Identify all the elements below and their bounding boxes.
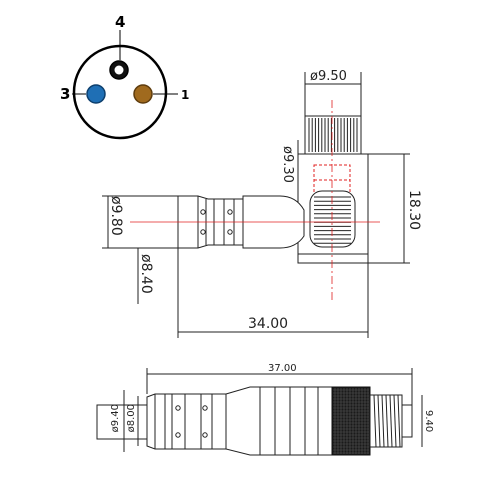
coupling-nut-body bbox=[304, 115, 362, 155]
shell-dot bbox=[227, 229, 233, 235]
dim-nut-diameter-label: ø9.50 bbox=[310, 69, 347, 84]
coupling-nut bbox=[304, 115, 362, 155]
bv-cable bbox=[96, 404, 148, 440]
bv-dim-total-length-label: 37.00 bbox=[268, 363, 297, 374]
bv-dim-outer-diameter-label: ø9.40 bbox=[110, 404, 121, 432]
bv-coupling bbox=[331, 386, 371, 456]
bv-dot bbox=[202, 405, 208, 411]
dim-cable-diameter-label: ø9.80 bbox=[108, 196, 124, 236]
bv-coupling-knurl bbox=[333, 388, 369, 454]
pin-4-label: 4 bbox=[115, 13, 125, 31]
bv-thread-line bbox=[397, 394, 401, 448]
bv-back-shell bbox=[146, 393, 227, 450]
dim-grip-diameter-label: ø8.40 bbox=[138, 254, 154, 294]
bv-thread-line bbox=[385, 394, 389, 448]
bv-transition-lines bbox=[259, 387, 319, 455]
pin-4-inner bbox=[114, 65, 124, 75]
shell-dot bbox=[200, 229, 206, 235]
side-view bbox=[102, 72, 410, 338]
bv-dim-inner-diameter-label: ø8.00 bbox=[126, 404, 137, 432]
bottom-view bbox=[96, 368, 423, 456]
pin-3-dot bbox=[86, 84, 106, 104]
bv-thread-line bbox=[377, 394, 381, 448]
coupling-nut-knurl bbox=[308, 118, 358, 152]
bv-dim-end-diameter-label: 9.40 bbox=[423, 410, 434, 432]
pin-3-label: 3 bbox=[60, 85, 70, 103]
shell-dot bbox=[200, 209, 206, 215]
bv-thread-line bbox=[381, 394, 385, 448]
bv-thread-line bbox=[389, 394, 393, 448]
bv-front-face bbox=[401, 404, 413, 438]
body-grip-ribs bbox=[314, 196, 351, 244]
bv-dot bbox=[175, 432, 181, 438]
shell-dot bbox=[227, 209, 233, 215]
bv-dot bbox=[175, 405, 181, 411]
bv-shell-rings bbox=[164, 394, 213, 449]
dim-inner-diameter-label: ø9.30 bbox=[280, 146, 295, 183]
bv-thread-lines bbox=[373, 394, 401, 448]
bv-transition bbox=[225, 386, 333, 456]
bv-thread-line bbox=[393, 394, 397, 448]
pin-1-label: 1 bbox=[181, 88, 189, 102]
pinout-diagram: 4 3 1 bbox=[60, 13, 189, 140]
bv-thread-line bbox=[373, 394, 377, 448]
dim-body-height-label: 18.30 bbox=[406, 190, 422, 230]
dim-total-length-label: 34.00 bbox=[248, 316, 288, 332]
bv-dot bbox=[202, 432, 208, 438]
pin-1-dot bbox=[133, 84, 153, 104]
